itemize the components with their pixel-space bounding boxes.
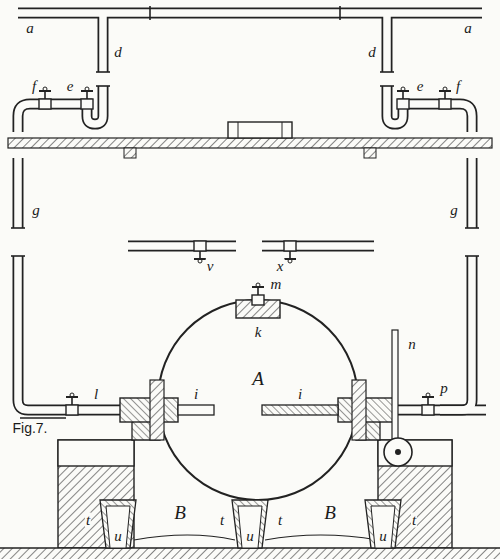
grate-letter: t	[85, 513, 91, 528]
valve-letter: x	[276, 259, 285, 274]
valve-letter: m	[270, 277, 283, 292]
pipe-letter: g	[449, 203, 459, 218]
grate-letter: t	[277, 513, 283, 528]
part-letter: k	[254, 325, 263, 340]
valve-letter: e	[66, 79, 75, 94]
pipe-letter: d	[367, 45, 377, 60]
pipe-letter: a	[25, 21, 35, 36]
pipe-letter: d	[113, 45, 123, 60]
valve-letter: v	[206, 259, 215, 274]
valve-letter: e	[416, 79, 425, 94]
valve-letter: l	[93, 387, 99, 402]
grate-letter: t	[411, 513, 417, 528]
part-letter: n	[407, 337, 417, 352]
grate-letter: u	[113, 529, 123, 544]
grate-letter: t	[219, 513, 225, 528]
furnace-letter: B	[173, 503, 187, 522]
valve-letter: f	[31, 79, 37, 94]
grate-letter: u	[245, 529, 255, 544]
valve-letter: f	[455, 79, 461, 94]
furnace-letter: B	[323, 503, 337, 522]
pipe-letter: g	[31, 203, 41, 218]
grate-letter: u	[378, 529, 388, 544]
figure-number: Fig.7.	[11, 421, 48, 435]
valve-letter: p	[439, 381, 449, 396]
part-letter: i	[193, 387, 199, 402]
vessel-letter: A	[251, 369, 265, 388]
pipe-letter: a	[463, 21, 473, 36]
part-letter: i	[297, 387, 303, 402]
